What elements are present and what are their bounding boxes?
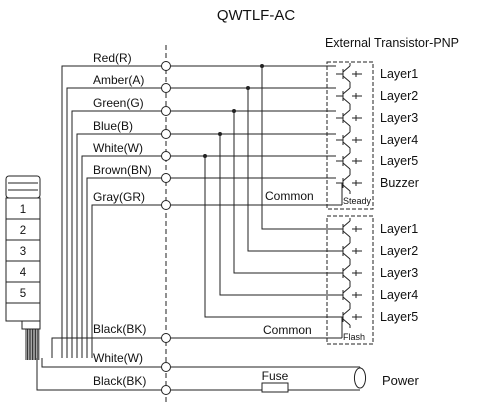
wire-6 <box>91 204 166 358</box>
steady-output-label-2: Layer3 <box>380 111 418 125</box>
flash-output-label-3: Layer4 <box>380 288 418 302</box>
output-labels: Layer1Layer2Layer3Layer4Layer5BuzzerLaye… <box>380 67 419 324</box>
flash-output-label-2: Layer3 <box>380 266 418 280</box>
steady-output-label-3: Layer4 <box>380 133 418 147</box>
steady-transistor-2 <box>336 107 362 129</box>
black-wire-label: Black(BK) <box>93 322 146 336</box>
wire-label-4: White(W) <box>93 141 143 155</box>
tower-tier-number-1: 2 <box>20 225 26 237</box>
flash-output-label-0: Layer1 <box>380 222 418 236</box>
power-plug-symbol <box>353 367 367 389</box>
tower-cap <box>5 175 41 199</box>
left-wire-group: Red(R) Amber(A) Green(G) Blue(B) White(W) Bro… <box>25 51 171 395</box>
terminal-circle <box>161 83 171 93</box>
flash-output-label-4: Layer5 <box>380 310 418 324</box>
diagram-title: QWTLF-AC <box>217 7 295 24</box>
flash-common-label: Common <box>263 323 312 337</box>
terminal-circle <box>161 385 171 395</box>
tower-base-neck <box>21 320 41 330</box>
flash-transistor-3 <box>336 284 362 306</box>
wire-4 <box>81 155 166 358</box>
wire-label-5: Brown(BN) <box>93 163 152 177</box>
steady-common-label: Common <box>265 189 314 203</box>
steady-transistor-4 <box>336 150 362 172</box>
steady-transistor-5 <box>336 172 362 194</box>
steady-output-label-4: Layer5 <box>380 154 418 168</box>
power-wire-label-0: White(W) <box>93 351 143 365</box>
terminal-circle <box>161 333 171 343</box>
power-wire-label-1: Black(BK) <box>93 374 146 388</box>
power-wire-white <box>41 358 166 368</box>
flash-transistor-1 <box>336 240 362 262</box>
flash-drop-2 <box>233 111 336 274</box>
fuse-symbol <box>261 382 289 393</box>
terminal-circle <box>161 151 171 161</box>
flash-box-label: Flash <box>343 332 365 342</box>
tower-base <box>5 302 41 322</box>
steady-transistor-0 <box>336 63 362 85</box>
flash-transistor-box <box>326 215 374 345</box>
terminal-circle <box>161 106 171 116</box>
flash-drop-4 <box>204 156 336 318</box>
transistor-group <box>336 63 362 338</box>
flash-output-label-1: Layer2 <box>380 244 418 258</box>
wire-label-3: Blue(B) <box>93 119 133 133</box>
wire-1 <box>66 87 166 358</box>
flash-drop-1 <box>247 88 336 252</box>
terminal-circle <box>161 129 171 139</box>
steady-output-label-1: Layer2 <box>380 89 418 103</box>
steady-output-label-5: Buzzer <box>380 176 419 190</box>
tower-tier-number-2: 3 <box>20 246 26 258</box>
wire-label-1: Amber(A) <box>93 73 144 87</box>
wire-0 <box>61 65 166 358</box>
tower-tier-number-4: 5 <box>20 288 26 300</box>
flash-drop-0 <box>261 66 336 230</box>
diagram-subtitle: External Transistor-PNP <box>325 36 459 50</box>
flash-drop-3 <box>219 134 336 296</box>
power-label: Power <box>382 373 420 388</box>
steady-transistor-3 <box>336 129 362 151</box>
terminal-circle <box>161 61 171 71</box>
flash-transistor-4 <box>336 306 362 328</box>
steady-box-label: Steady <box>343 196 372 206</box>
right-wire-group <box>171 64 361 391</box>
wire-2 <box>71 110 166 358</box>
signal-tower: 1 2 3 4 5 <box>5 175 41 330</box>
steady-output-label-0: Layer1 <box>380 67 418 81</box>
fuse-label: Fuse <box>262 369 289 383</box>
flash-transistor-2 <box>336 262 362 284</box>
wire-label-2: Green(G) <box>93 96 144 110</box>
steady-transistor-1 <box>336 85 362 107</box>
black-wire <box>51 337 166 358</box>
wire-5 <box>86 177 166 358</box>
power-wire-black <box>36 358 166 391</box>
steady-transistor-box <box>326 61 374 210</box>
wire-3 <box>76 133 166 358</box>
tower-tier-number-3: 4 <box>20 267 27 279</box>
flash-transistor-0 <box>336 218 362 240</box>
wire-label-0: Red(R) <box>93 51 132 65</box>
tower-tier-number-0: 1 <box>20 204 26 216</box>
terminal-circle <box>161 200 171 210</box>
terminal-circle <box>161 362 171 372</box>
terminal-circle <box>161 173 171 183</box>
wire-label-6: Gray(GR) <box>93 190 145 204</box>
